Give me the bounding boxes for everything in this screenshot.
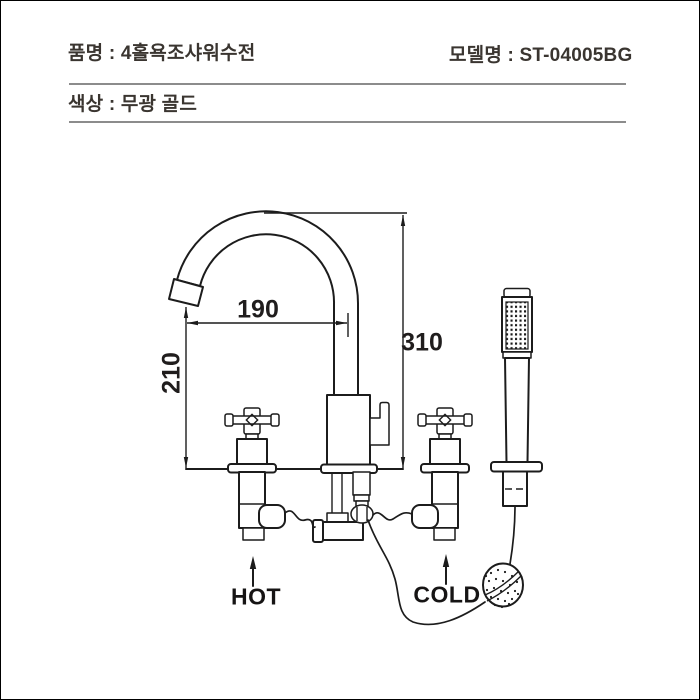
hand-shower xyxy=(490,287,543,507)
ball-stipple xyxy=(484,568,520,609)
supply-hoses xyxy=(284,505,516,626)
dim-label-overall-height: 310 xyxy=(401,328,443,357)
hose-ball xyxy=(482,562,524,609)
diverter-lever xyxy=(369,401,390,446)
dimension-210 xyxy=(183,307,189,468)
shower-supply-hose xyxy=(367,519,486,626)
cold-label: COLD xyxy=(413,581,481,608)
cold-arrow xyxy=(442,554,450,585)
product-name-label: 품명 : 4홀욕조샤워수전 xyxy=(68,43,256,64)
cold-valve xyxy=(411,407,473,541)
hot-label: HOT xyxy=(230,583,282,610)
hot-cross-handle xyxy=(225,415,279,425)
cold-outlet xyxy=(411,504,439,529)
shower-handle xyxy=(504,357,530,463)
hot-arrow xyxy=(249,556,257,587)
header-divider-1 xyxy=(69,83,626,85)
faucet-spout xyxy=(168,210,360,396)
faucet-body xyxy=(320,394,390,474)
dim-label-outlet-height: 210 xyxy=(157,352,186,394)
model-name-label: 모델명 : ST-04005BG xyxy=(449,45,633,66)
hot-outlet xyxy=(258,504,286,529)
hot-valve xyxy=(224,407,286,541)
spout-nozzle xyxy=(168,278,204,307)
hose-nut xyxy=(350,504,374,524)
cold-cross-handle xyxy=(418,415,472,425)
dim-label-spout-reach: 190 xyxy=(237,295,279,324)
dimension-310 xyxy=(264,212,407,468)
shower-flange xyxy=(490,461,543,473)
dimension-190 xyxy=(187,313,349,337)
braided-hose xyxy=(352,471,371,496)
center-tee-assembly xyxy=(312,471,374,543)
header-divider-2 xyxy=(69,121,626,123)
shower-hose xyxy=(509,505,516,565)
color-label: 색상 : 무광 골드 xyxy=(68,94,198,115)
spray-face xyxy=(505,301,529,350)
